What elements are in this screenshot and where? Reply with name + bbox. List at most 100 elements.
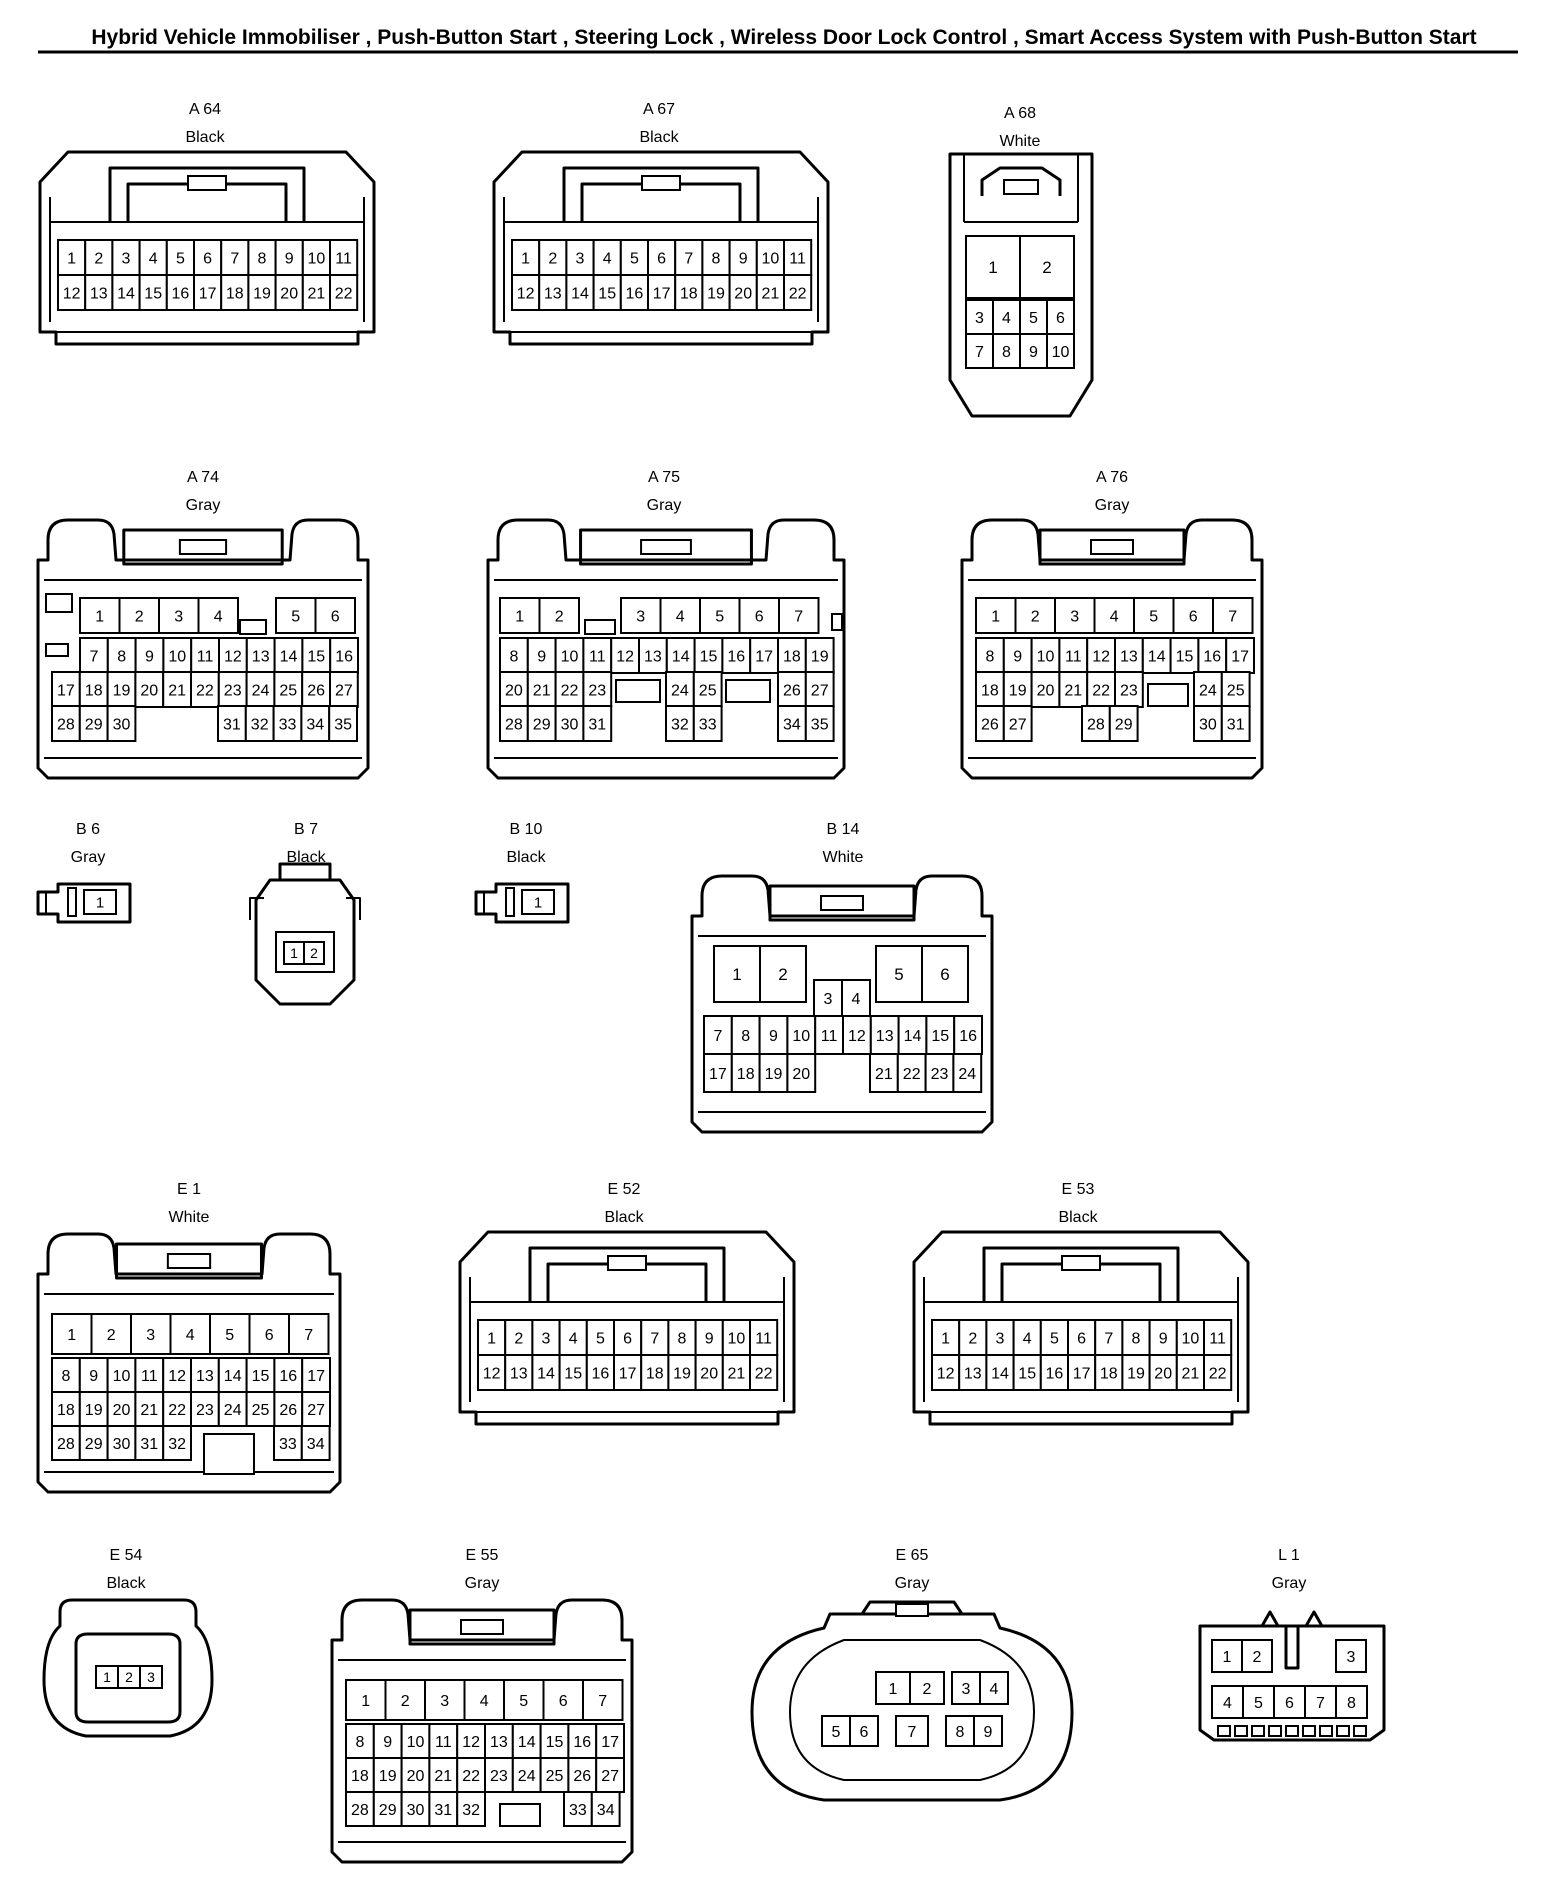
pin-cell [503,1679,545,1721]
pin-number: 21 [434,1768,452,1785]
pin-cell [51,1391,81,1427]
pin-number: 6 [1285,1695,1294,1712]
latch-frame [108,166,306,222]
pin-number: 17 [619,1365,637,1382]
pin-number: 20 [140,682,158,699]
pin-cell [1172,597,1214,634]
housing-outline [750,1612,1074,1802]
pin-number: 32 [168,1436,186,1453]
pin-cell [51,1313,93,1355]
pin-cell [783,274,813,311]
pin-number: 30 [407,1802,425,1819]
connector-color: Black [639,129,679,146]
pin-cell [542,1679,584,1721]
pin-cell [245,671,276,708]
pin-number: 14 [117,285,135,302]
pin-number: 15 [564,1365,582,1382]
pin-number: 19 [707,285,725,302]
housing-slot [499,1803,541,1827]
pin-number: 16 [335,648,353,665]
pin-number: 17 [307,1368,325,1385]
pin-cell [777,671,807,708]
pin-number: 27 [601,1768,619,1785]
connector-id: A 76 [1096,469,1128,486]
pin-cell [814,1015,845,1055]
pin-number: 29 [85,1436,103,1453]
pin-cell [521,889,555,915]
pin-number: 10 [728,1330,746,1347]
pin-number: 23 [588,682,606,699]
pin-cell [558,1319,588,1356]
pin-cell [484,1757,514,1793]
pin-number: 16 [959,1028,977,1045]
pin-number: 10 [113,1368,131,1385]
connector-color: Gray [465,1575,500,1592]
pin-number: 14 [537,1365,555,1382]
pin-number: 2 [1253,1649,1262,1666]
pin-number: 34 [306,716,324,733]
pin-cell [592,274,622,311]
pin-number: 14 [1148,648,1166,665]
pin-number: 1 [103,1669,111,1685]
pin-number: 30 [113,716,131,733]
pin-cell [703,1053,733,1093]
pin-cell [244,705,275,742]
pin-cell [738,597,780,634]
connector-color: Black [506,849,546,866]
latch-tab [67,887,77,917]
pin-number: 20 [700,1365,718,1382]
pin-cell [1012,1319,1042,1356]
pin-number: 22 [755,1365,773,1382]
pin-number: 2 [125,1669,133,1685]
pin-number: 23 [224,682,242,699]
pin-cell [692,705,723,742]
pin-cell [1093,597,1135,634]
pin-cell [1203,1319,1233,1356]
pin-number: 25 [252,1402,270,1419]
pin-number: 1 [515,608,524,625]
pin-cell [1335,1639,1367,1673]
terminal-tab [1336,1725,1350,1737]
pin-number: 1 [732,965,741,984]
pin-number: 2 [1031,608,1040,625]
pin-number: 18 [981,682,999,699]
pin-number: 20 [113,1402,131,1419]
pin-number: 3 [962,1681,971,1698]
pin-number: 2 [555,608,564,625]
pin-cell [804,671,835,708]
pin-number: 4 [1002,310,1011,327]
connector-color: Gray [186,497,221,514]
pin-cell [345,1791,375,1827]
pin-number: 9 [1013,648,1022,665]
pin-number: 3 [996,1330,1005,1347]
pin-cell [329,274,359,311]
pin-cell [565,274,595,311]
pin-cell [384,1679,426,1721]
pin-cell [931,1319,961,1356]
pin-cell [749,1354,779,1391]
pin-number: 28 [505,716,523,733]
pin-number: 2 [135,608,144,625]
pin-number: 19 [1009,682,1027,699]
pin-number: 13 [964,1365,982,1382]
pin-cell [301,1391,332,1427]
pin-cell [638,637,668,674]
pin-number: 20 [280,285,298,302]
pin-number: 1 [889,1681,898,1698]
pin-number: 17 [755,648,773,665]
pin-cell [51,705,81,742]
pin-number: 9 [984,1724,993,1741]
pin-cell [477,1354,507,1391]
pin-cell [610,637,641,674]
pin-number: 15 [598,285,616,302]
pin-number: 31 [140,1436,158,1453]
pin-cell [786,1053,817,1093]
pin-number: 12 [168,1368,186,1385]
pin-number: 7 [598,1693,607,1710]
pin-number: 16 [1046,1365,1064,1382]
pin-number: 4 [990,1681,999,1698]
pin-number: 11 [1065,648,1082,665]
pin-number: 20 [1037,682,1055,699]
